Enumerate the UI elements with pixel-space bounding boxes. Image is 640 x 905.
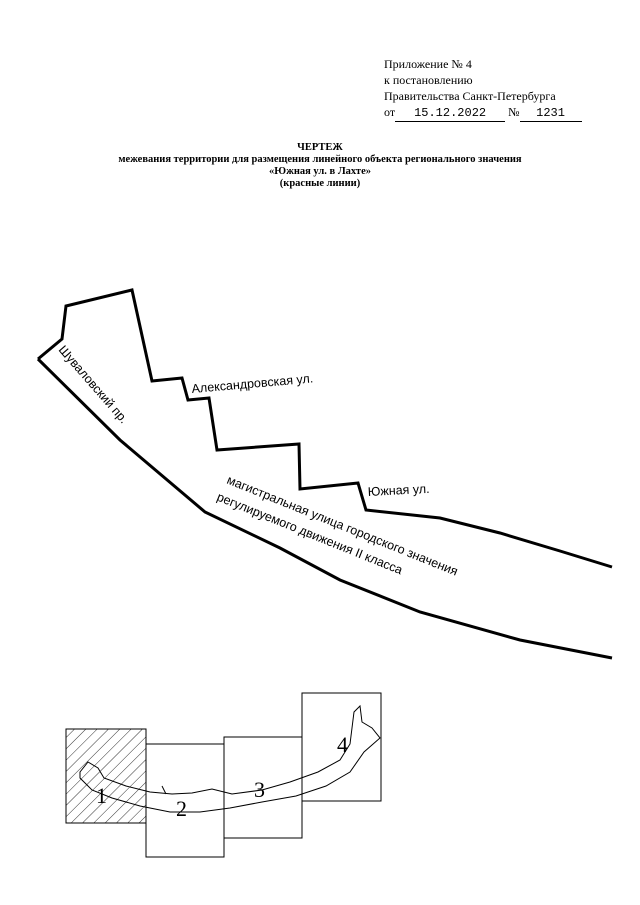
red-line-upper bbox=[37, 288, 613, 569]
sheet-4-frame bbox=[301, 692, 382, 802]
appendix-block: Приложение № 4 к постановлению Правитель… bbox=[384, 56, 582, 122]
label-yuzhnaya: Южная ул. bbox=[367, 482, 429, 499]
sheet-number-3: 3 bbox=[254, 777, 265, 802]
title-line-4: (красные линии) bbox=[279, 178, 361, 189]
red-line-lower bbox=[36, 357, 613, 660]
title-line-2: межевания территории для размещения лине… bbox=[118, 154, 522, 165]
title-line-1: ЧЕРТЕЖ bbox=[297, 142, 343, 153]
sheet-number-1: 1 bbox=[96, 783, 107, 808]
sheet-1-frame bbox=[65, 728, 147, 824]
label-aleksandrovskaya: Александровская ул. bbox=[191, 371, 314, 396]
appendix-line-2: к постановлению bbox=[384, 73, 473, 87]
sheet-index: 1 2 3 4 bbox=[65, 692, 382, 858]
appendix-line-1: Приложение № 4 bbox=[384, 57, 472, 71]
title-line-3: «Южная ул. в Лахте» bbox=[269, 166, 371, 177]
appendix-line-3: Правительства Санкт-Петербурга bbox=[384, 89, 556, 103]
sheet-number-4: 4 bbox=[337, 732, 348, 757]
number-prefix: № bbox=[508, 105, 520, 119]
sheet-number-2: 2 bbox=[176, 796, 187, 821]
date-field: 15.12.2022 bbox=[395, 105, 506, 122]
date-prefix: от bbox=[384, 105, 396, 119]
document-title: ЧЕРТЕЖ межевания территории для размещен… bbox=[0, 142, 640, 190]
number-field: 1231 bbox=[519, 105, 582, 122]
index-road-outline bbox=[79, 704, 381, 813]
